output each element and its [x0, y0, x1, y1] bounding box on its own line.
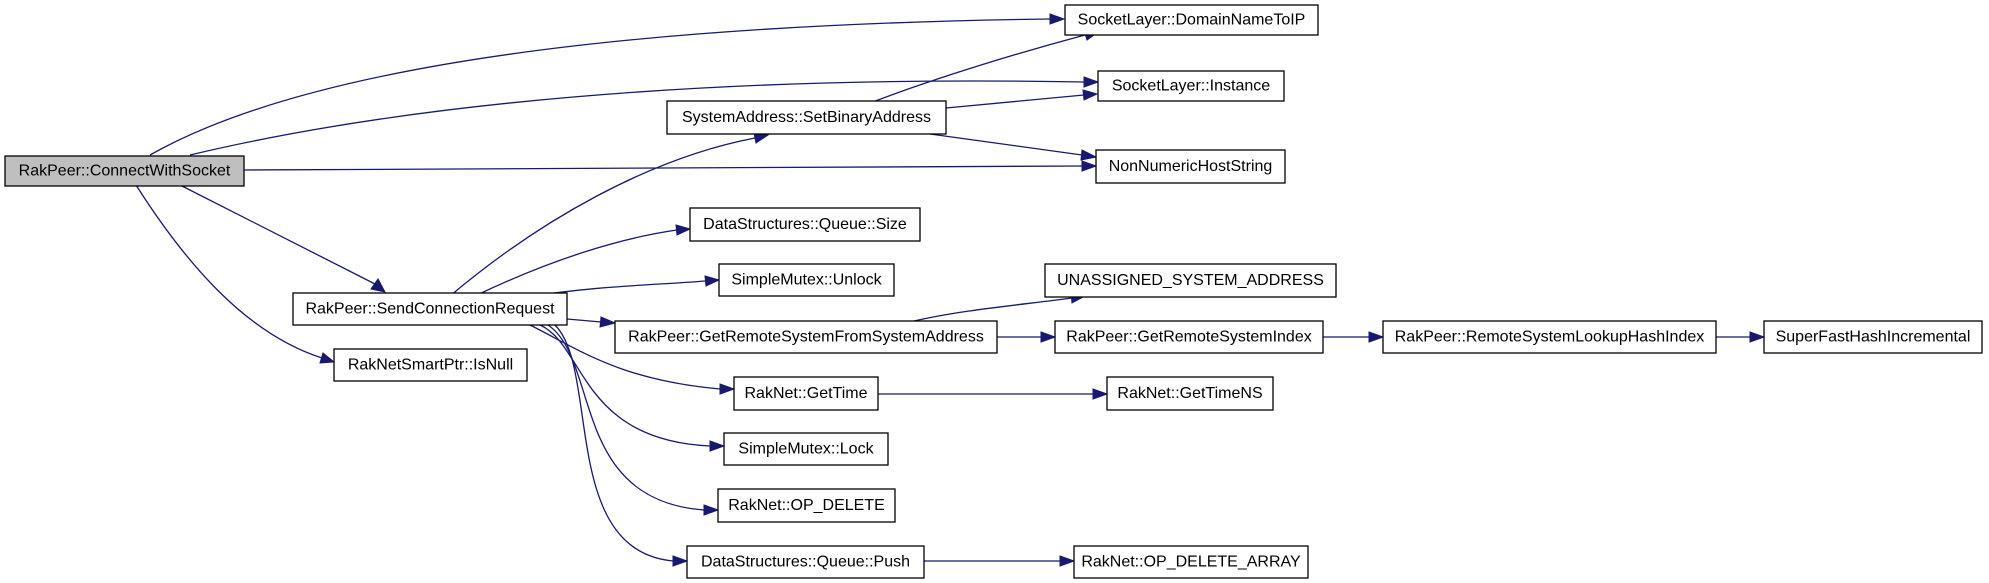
edge-queuepush-to-opdeletearray [924, 555, 1076, 567]
edge-setbinary-to-instance [945, 89, 1099, 109]
edge-index-to-lookuphash [1323, 331, 1385, 343]
edge-connect-to-sendrequest [179, 184, 386, 293]
node-label: DataStructures::Queue::Size [703, 216, 907, 233]
edge-sendrequest-to-gettime [529, 324, 736, 395]
edge-sendrequest-to-getremotesystem [566, 316, 617, 328]
edge-connect-to-domainname [149, 13, 1066, 156]
edge-connect-to-instance [189, 76, 1100, 156]
node-get-remote-system-from-address[interactable]: RakPeer::GetRemoteSystemFromSystemAddres… [614, 320, 998, 354]
node-label: SystemAddress::SetBinaryAddress [682, 109, 931, 126]
node-label: RakPeer::GetRemoteSystemIndex [1066, 329, 1311, 346]
node-label: NonNumericHostString [1109, 158, 1273, 175]
node-queue-size[interactable]: DataStructures::Queue::Size [689, 207, 921, 242]
node-queue-push[interactable]: DataStructures::Queue::Push [686, 545, 925, 579]
edge-sendrequest-to-opdelete [547, 324, 720, 516]
node-remote-system-lookup-hash-index[interactable]: RakPeer::RemoteSystemLookupHashIndex [1382, 320, 1717, 354]
node-op-delete-array[interactable]: RakNet::OP_DELETE_ARRAY [1073, 545, 1309, 579]
node-label: RakNet::GetTime [745, 385, 868, 402]
node-label: SocketLayer::Instance [1112, 78, 1270, 95]
edge-sendrequest-to-queuepush [554, 324, 689, 567]
node-op-delete[interactable]: RakNet::OP_DELETE [717, 488, 896, 523]
node-get-time[interactable]: RakNet::GetTime [733, 376, 879, 411]
node-smart-ptr-is-null[interactable]: RakNetSmartPtr::IsNull [333, 348, 528, 382]
node-label: RakNetSmartPtr::IsNull [348, 357, 513, 374]
node-unassigned-system-address[interactable]: UNASSIGNED_SYSTEM_ADDRESS [1044, 263, 1337, 298]
node-mutex-lock[interactable]: SimpleMutex::Lock [723, 432, 889, 466]
edge-gettime-to-gettimens [878, 388, 1109, 400]
node-label: SocketLayer::DomainNameToIP [1078, 12, 1306, 29]
node-get-remote-system-index[interactable]: RakPeer::GetRemoteSystemIndex [1054, 320, 1324, 354]
edge-setbinary-to-nonnumeric [929, 133, 1098, 161]
node-label: RakNet::OP_DELETE [728, 497, 885, 514]
node-label: RakPeer::SendConnectionRequest [305, 301, 555, 318]
node-label: RakPeer::GetRemoteSystemFromSystemAddres… [628, 329, 984, 346]
node-label: SimpleMutex::Unlock [731, 272, 882, 289]
edge-getremotesystem-to-index [997, 331, 1057, 343]
edge-connect-to-nonnumeric [243, 160, 1098, 172]
node-send-connection-request[interactable]: RakPeer::SendConnectionRequest [292, 292, 568, 326]
node-label: RakPeer::ConnectWithSocket [19, 163, 231, 180]
node-connect-with-socket[interactable]: RakPeer::ConnectWithSocket [4, 155, 245, 187]
node-label: SuperFastHashIncremental [1776, 329, 1971, 346]
edge-lookuphash-to-superfast [1716, 331, 1766, 343]
node-label: DataStructures::Queue::Push [701, 554, 910, 571]
edge-sendrequest-to-lock [539, 324, 726, 452]
node-label: RakPeer::RemoteSystemLookupHashIndex [1395, 329, 1705, 346]
node-label: RakNet::GetTimeNS [1117, 385, 1262, 402]
node-non-numeric-host-string[interactable]: NonNumericHostString [1095, 149, 1286, 184]
call-graph-nodes: RakPeer::ConnectWithSocket SocketLayer::… [4, 4, 1983, 579]
edge-connect-to-isnull [135, 184, 336, 364]
node-domain-name-to-ip[interactable]: SocketLayer::DomainNameToIP [1064, 4, 1319, 36]
node-label: UNASSIGNED_SYSTEM_ADDRESS [1057, 272, 1324, 289]
call-graph-edges [135, 13, 1766, 567]
node-label: RakNet::OP_DELETE_ARRAY [1081, 554, 1301, 571]
node-label: SimpleMutex::Lock [738, 441, 874, 458]
node-mutex-unlock[interactable]: SimpleMutex::Unlock [718, 263, 895, 297]
node-set-binary-address[interactable]: SystemAddress::SetBinaryAddress [666, 100, 947, 135]
node-super-fast-hash-incremental[interactable]: SuperFastHashIncremental [1763, 320, 1983, 354]
node-get-time-ns[interactable]: RakNet::GetTimeNS [1106, 376, 1274, 411]
edge-setbinary-to-domainname [869, 29, 1100, 104]
edge-sendrequest-to-queuesize [474, 224, 692, 297]
node-socket-layer-instance[interactable]: SocketLayer::Instance [1097, 70, 1285, 102]
